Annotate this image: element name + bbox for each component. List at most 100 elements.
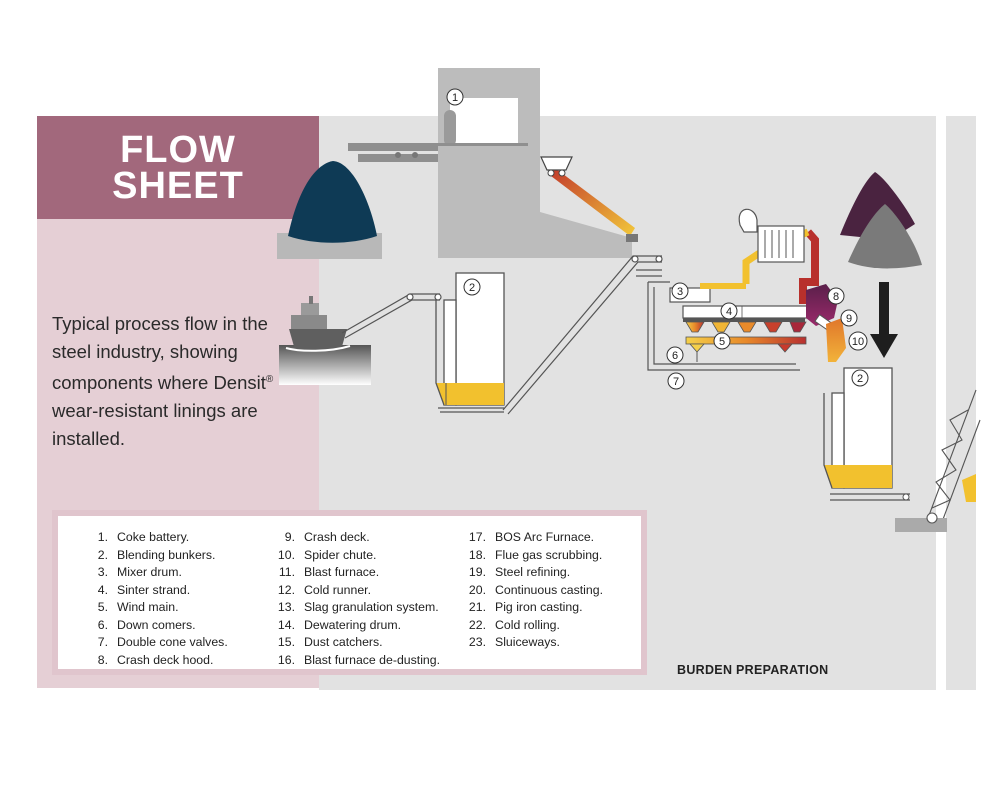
- legend-item-text: Double cone valves.: [117, 635, 228, 649]
- legend-item: 5.Wind main.: [78, 599, 228, 617]
- legend-item-number: 22.: [468, 617, 486, 632]
- legend-item-number: 10.: [277, 547, 295, 562]
- description-before: Typical process flow in the steel indust…: [52, 313, 268, 394]
- blending-bunker-left: [435, 272, 505, 413]
- crash-deck-hood: [806, 284, 846, 362]
- legend-item-number: 8.: [97, 652, 108, 667]
- blending-bunker-right: [823, 367, 910, 501]
- legend-item-text: Crash deck.: [304, 530, 370, 544]
- legend-item-text: Sinter strand.: [117, 582, 191, 597]
- legend-item-number: 1.: [97, 530, 108, 544]
- legend-item-text: Dust catchers.: [304, 635, 383, 649]
- legend-item: 14. Dewatering drum.: [265, 617, 440, 635]
- callout-6-label: 6: [672, 350, 678, 362]
- legend-item-number: 3.: [97, 565, 108, 579]
- legend-item-number: 14.: [277, 617, 295, 632]
- legend-item: 15. Dust catchers.: [265, 634, 440, 652]
- legend-item: 10. Spider chute.: [265, 547, 440, 565]
- callout-10-label: 10: [852, 336, 864, 348]
- legend-item: 21.Pig iron casting.: [456, 599, 603, 617]
- callout-3: 3: [671, 282, 689, 300]
- legend-box: 1. Coke battery. 2. Blending bunkers. 3. Mixe…: [52, 510, 647, 675]
- callout-7: 7: [667, 372, 685, 390]
- legend-item: 3. Mixer drum.: [78, 564, 228, 582]
- legend-item-number: 21.: [468, 600, 486, 614]
- legend-item: 7. Double cone valves.: [78, 634, 228, 652]
- callout-2a: 2: [463, 278, 481, 296]
- title-line-1: FLOW: [120, 128, 236, 171]
- description-text: Typical process flow in the steel indust…: [52, 310, 292, 453]
- legend-item: 19. Steel refining.: [456, 564, 603, 582]
- title-line-2: SHEET: [112, 164, 244, 207]
- legend-item-number: 7.: [97, 635, 108, 649]
- callout-2a-label: 2: [469, 282, 475, 294]
- legend-item-text: Continuous casting.: [495, 582, 604, 597]
- legend-item-number: 16.: [277, 652, 295, 667]
- legend-item-text: Crash deck hood.: [117, 652, 214, 667]
- legend-item-text: Wind main.: [117, 600, 179, 614]
- legend-item-text: Slag granulation system.: [304, 600, 439, 614]
- legend-column-3: 17.BOS Arc Furnace.18. Flue gas scrubbing…: [456, 529, 603, 652]
- legend-item-text: Blast furnace.: [304, 565, 380, 579]
- ore-ship: [279, 296, 371, 385]
- legend-item-number: 11.: [278, 565, 295, 579]
- legend-item-number: 18.: [468, 547, 486, 562]
- legend-item: 1. Coke battery.: [78, 529, 228, 547]
- legend-item: 18. Flue gas scrubbing.: [456, 547, 603, 565]
- legend-item-number: 15.: [277, 635, 295, 649]
- ore-pile: [840, 172, 922, 269]
- legend-item-text: Cold runner.: [304, 582, 371, 597]
- description-after: wear-resistant linings are installed.: [52, 400, 258, 450]
- legend-item: 20. Continuous casting.: [456, 582, 603, 600]
- legend-item-text: Flue gas scrubbing.: [495, 547, 603, 562]
- legend-item-number: 23.: [468, 635, 486, 649]
- legend-item-number: 12.: [277, 582, 295, 597]
- legend-item-text: Mixer drum.: [117, 565, 182, 579]
- coal-pile: [277, 161, 382, 259]
- legend-item: 6. Down comers.: [78, 617, 228, 635]
- legend-item: 11. Blast furnace.: [265, 564, 440, 582]
- legend-item-text: Spider chute.: [304, 547, 377, 562]
- callout-6: 6: [666, 346, 684, 364]
- registered-mark: ®: [265, 374, 274, 385]
- legend-item-text: Dewatering drum.: [304, 617, 402, 632]
- callout-2b: 2: [851, 369, 869, 387]
- legend-column-2: 9.Crash deck.10. Spider chute. 11. Blast fu…: [265, 529, 440, 669]
- callout-1: 1: [446, 88, 464, 106]
- callout-5-label: 5: [719, 336, 725, 348]
- callout-9: 9: [840, 309, 858, 327]
- callout-4: 4: [720, 302, 738, 320]
- callout-7-label: 7: [673, 376, 679, 388]
- legend-item-number: 20.: [468, 582, 486, 597]
- legend-item: 2. Blending bunkers.: [78, 547, 228, 565]
- legend-item: 9.Crash deck.: [265, 529, 440, 547]
- legend-item-text: Steel refining.: [495, 565, 571, 579]
- legend-item: 4. Sinter strand.: [78, 582, 228, 600]
- callout-9-label: 9: [846, 313, 852, 325]
- legend-item-number: 19.: [468, 565, 486, 579]
- callout-8: 8: [827, 287, 845, 305]
- flue-duct: [700, 208, 819, 304]
- callout-1-label: 1: [452, 92, 458, 104]
- callout-2b-label: 2: [857, 373, 863, 385]
- conveyor-2: [502, 255, 663, 415]
- legend-column-1: 1. Coke battery. 2. Blending bunkers. 3. Mixe…: [78, 529, 228, 669]
- legend-item-number: 4.: [97, 582, 108, 597]
- legend-item-number: 2.: [97, 547, 108, 562]
- legend-item-number: 17.: [468, 530, 486, 544]
- legend-item: 13.Slag granulation system.: [265, 599, 440, 617]
- title-block: FLOW SHEET: [37, 116, 319, 219]
- legend-item: 23. Sluiceways.: [456, 634, 603, 652]
- legend-item: 17.BOS Arc Furnace.: [456, 529, 603, 547]
- legend-item-text: Down comers.: [117, 617, 196, 632]
- legend-item-text: Blending bunkers.: [117, 547, 216, 562]
- legend-item: 8. Crash deck hood.: [78, 652, 228, 670]
- callout-4-label: 4: [726, 306, 732, 318]
- callout-3-label: 3: [677, 286, 683, 298]
- legend-item-text: Coke battery.: [117, 530, 190, 544]
- legend-item-text: Sluiceways.: [495, 635, 560, 649]
- callout-8-label: 8: [833, 291, 839, 303]
- down-arrow: [870, 282, 898, 358]
- legend-item-number: 6.: [97, 617, 108, 632]
